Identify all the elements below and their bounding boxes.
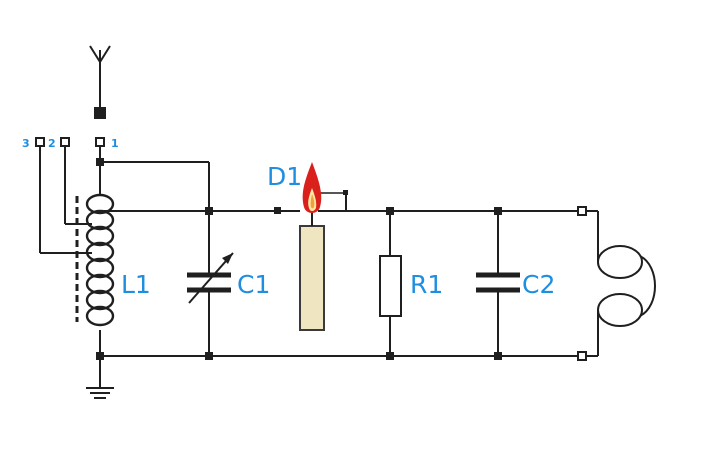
coil-l1 [75,193,115,327]
resistor-label: R1 [410,270,443,299]
coil-turn [85,241,115,263]
diode-body [299,225,325,331]
coil-turn [85,193,115,215]
diode-d1 [281,162,325,331]
coil-turn [85,305,115,327]
antenna-icon [89,45,111,119]
coil-turn [85,257,115,279]
capacitor-c2 [476,272,520,293]
capacitor-label: C2 [522,270,555,299]
tuning-capacitor-label: C1 [237,270,270,299]
coil-label: L1 [121,270,151,299]
tap-terminals [35,137,105,147]
output-terminals [577,206,587,361]
wiring [39,146,599,388]
tap-2-terminal[interactable] [60,137,70,147]
resistor-r1 [379,255,402,317]
tuning-capacitor-c1 [187,252,234,304]
tap-1-terminal[interactable] [95,137,105,147]
flame-icon [302,162,322,213]
tap-2-label: 2 [48,137,56,150]
diode-whisker-tip [343,190,348,195]
diode-label: D1 [267,162,302,191]
tap-3-label: 3 [22,137,30,150]
output-terminal-bottom[interactable] [577,351,587,361]
coil-turn [85,209,115,231]
coil-turn [85,225,115,247]
ground-icon [86,387,114,399]
coil-turn [85,289,115,311]
headphones-icon[interactable] [597,245,656,327]
junction-dots [96,158,502,360]
output-terminal-top[interactable] [577,206,587,216]
tap-1-label: 1 [111,137,119,150]
tap-3-terminal[interactable] [35,137,45,147]
coil-turn [85,273,115,295]
